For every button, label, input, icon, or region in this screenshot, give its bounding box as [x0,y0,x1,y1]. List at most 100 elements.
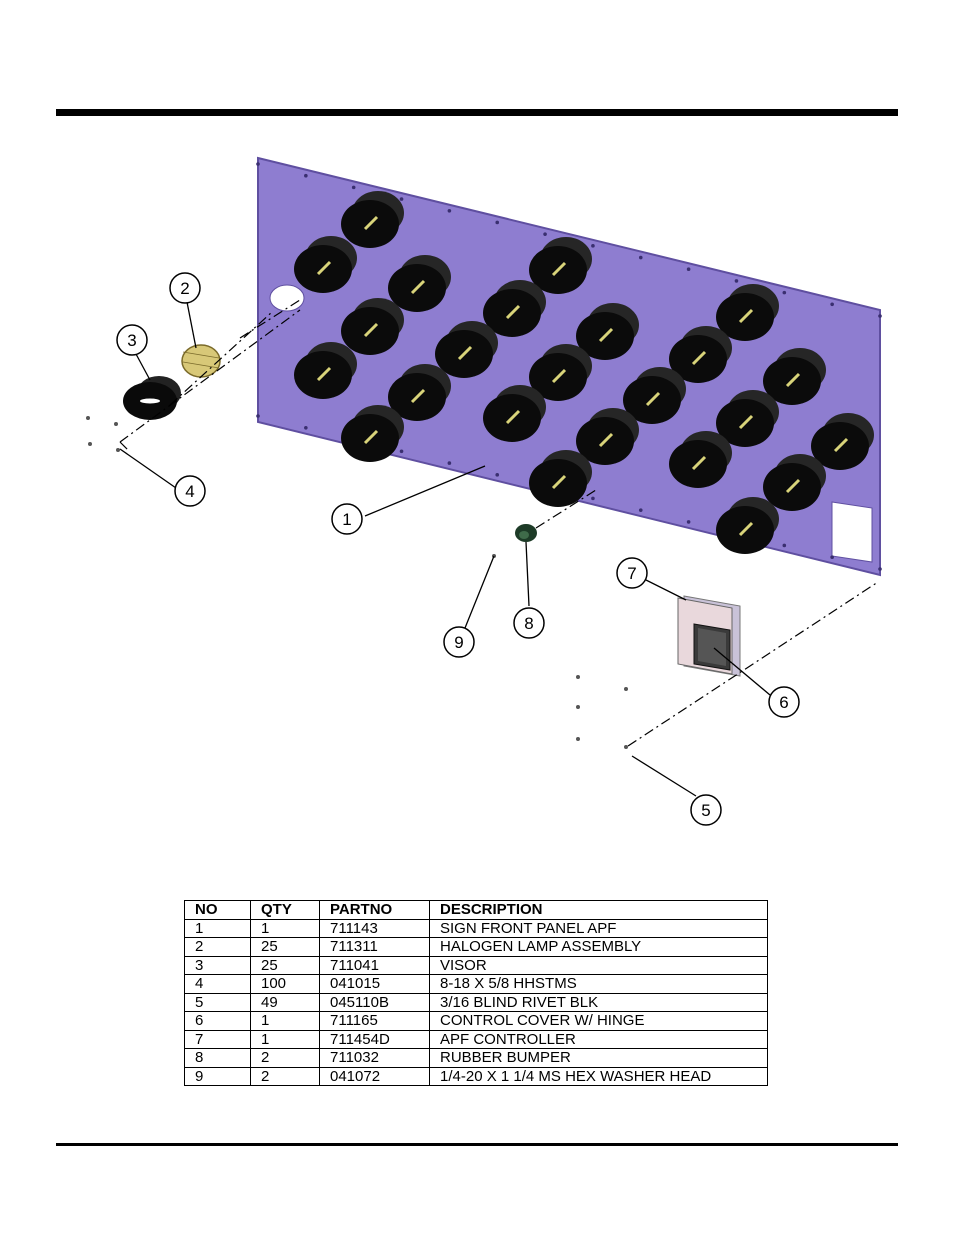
cell-no: 8 [184,1048,251,1068]
cell-qty: 1 [250,1011,320,1031]
cell-qty: 25 [250,955,320,975]
lamp-visor [716,390,779,447]
lamp-visor [294,342,357,399]
panel-rivet [782,543,787,548]
cell-no: 4 [184,974,251,994]
cell-description: 1/4-20 X 1 1/4 MS HEX WASHER HEAD [429,1066,768,1086]
cell-description: RUBBER BUMPER [429,1048,768,1068]
cell-partno: 045110B [319,992,430,1012]
panel-rivet [399,197,404,201]
lamp-visor [294,236,357,293]
cell-qty: 2 [250,1048,320,1068]
panel-rivet [447,208,452,213]
panel-rivet [399,449,404,454]
cell-partno: 711165 [319,1011,430,1031]
panel-rivet [256,162,260,166]
callout-circle [443,626,475,658]
lamp-visor [763,348,826,405]
cell-partno: 711041 [319,955,430,975]
visor-part [123,376,181,420]
callout-number: 3 [127,331,136,350]
panel-rivet [495,220,500,225]
callout-number: 6 [779,693,788,712]
cell-qty: 1 [250,1029,320,1049]
panel-rivet [304,425,308,430]
panel-rivet [638,508,643,512]
cell-description: APF CONTROLLER [429,1029,768,1049]
lamp-visor [529,344,592,401]
cell-description: SIGN FRONT PANEL APF [429,918,768,938]
cell-no: 9 [184,1066,251,1086]
callout-number: 5 [701,801,710,820]
panel-rivet [830,555,834,560]
panel-lens-hole [269,284,305,312]
lamp-visor [435,321,498,378]
leader-lines [119,301,771,797]
panel-rivet [638,255,643,260]
cell-no: 6 [184,1011,251,1031]
callout-circle [331,503,363,535]
cell-qty: 25 [250,937,320,957]
lamp-visor [529,237,592,294]
callout-number: 1 [342,510,351,529]
header-no: NO [184,900,251,920]
panel-rivet [543,232,547,236]
bottom-rule [56,1143,898,1146]
cell-description: 8-18 X 5/8 HHSTMS [429,974,768,994]
callout-circle [169,272,201,304]
callout-circle [690,794,722,826]
halogen-lens-part [181,344,221,378]
hardware-screws [86,416,628,749]
callout-circle [116,324,148,356]
callout-circle [616,557,648,589]
lamp-visor [623,367,686,424]
callout-number: 8 [524,614,533,633]
panel-rivet [830,302,834,307]
parts-table-header: NO QTY PARTNO DESCRIPTION [184,900,768,920]
panel-rivet [686,267,691,272]
callout-circle [768,686,800,718]
cell-no: 5 [184,992,251,1012]
lamp-visor [669,326,732,383]
cell-qty: 100 [250,974,320,994]
cell-partno: 041015 [319,974,430,994]
apf-controller-part [677,595,741,677]
cell-qty: 49 [250,992,320,1012]
lamp-visor [811,413,874,470]
lamp-visor [341,191,404,248]
panel-rivet [878,567,882,571]
panel-rivet [495,473,500,477]
cell-no: 3 [184,955,251,975]
cell-partno: 711454D [319,1029,430,1049]
cell-partno: 711032 [319,1048,430,1068]
cell-no: 2 [184,937,251,957]
lamp-visor [669,431,732,488]
lamp-visor [716,497,779,554]
cell-qty: 2 [250,1066,320,1086]
panel-rivet [878,314,882,318]
lamp-visor [341,298,404,355]
header-partno: PARTNO [319,900,430,920]
lamp-visor [763,454,826,511]
panel-rivet [447,461,452,465]
lamp-visor [483,385,546,442]
lamp-visor [576,303,639,360]
callout-number: 9 [454,633,463,652]
cell-description: VISOR [429,955,768,975]
header-description: DESCRIPTION [429,900,768,920]
rubber-bumper-part [515,524,537,542]
lamp-visor [388,364,451,421]
lamp-visor [716,284,779,341]
panel-rivet [782,290,787,295]
halogen-lamp-array [294,191,874,554]
callout-number: 4 [185,482,194,501]
